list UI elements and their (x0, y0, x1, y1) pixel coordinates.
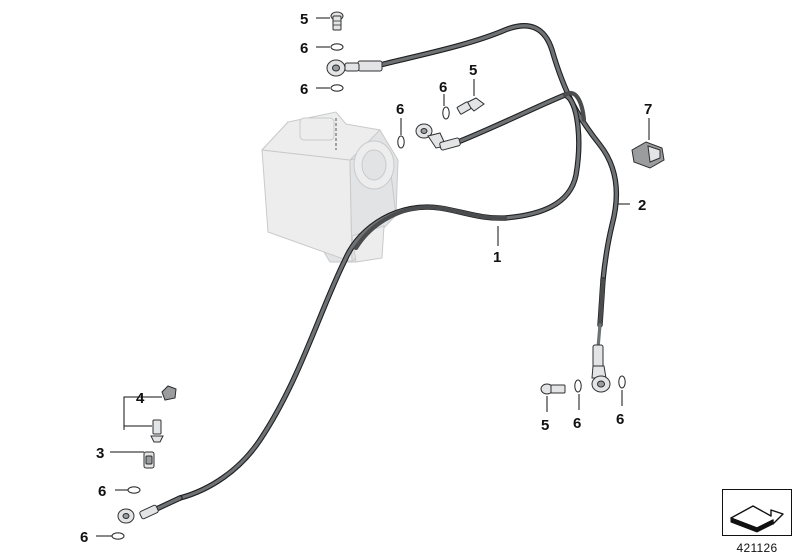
callout-5-middle: 5 (469, 62, 477, 79)
leader-lines (96, 17, 650, 537)
reference-box (722, 489, 792, 536)
banjo-fitting-middle (415, 123, 461, 151)
callout-6-abs: 6 (396, 101, 404, 118)
banjo-bolt-middle (456, 97, 485, 115)
arrow-box-icon (730, 505, 784, 533)
brake-hose-1 (147, 91, 587, 515)
sealing-rings (111, 43, 626, 540)
callout-3: 3 (96, 445, 104, 462)
hose-clip (631, 141, 665, 169)
banjo-bolt-top (330, 11, 344, 31)
abs-modulator-unit (260, 111, 399, 264)
banjo-bolt-lower-right (540, 383, 566, 395)
bleeder-valve-cap (161, 385, 177, 401)
callout-2: 2 (638, 197, 646, 214)
banjo-fitting-upper (326, 59, 383, 77)
banjo-fitting-lower-left (117, 504, 159, 524)
callout-7: 7 (644, 101, 652, 118)
callout-5-top: 5 (300, 11, 308, 28)
callout-6-middle: 6 (439, 79, 447, 96)
callout-6-top: 6 (300, 40, 308, 57)
callout-6-upper: 6 (300, 81, 308, 98)
brake-hose-2 (377, 23, 620, 350)
bleeder-screw (143, 419, 164, 469)
callout-6-lower-left-a: 6 (98, 483, 106, 500)
callout-1: 1 (493, 249, 501, 266)
callout-6-lower-a: 6 (573, 415, 581, 432)
callout-6-lower-b: 6 (616, 411, 624, 428)
banjo-fitting-lower-right (591, 344, 611, 393)
diagram-reference-number: 421126 (736, 541, 778, 555)
callout-5-lower: 5 (541, 417, 549, 434)
callout-4: 4 (136, 390, 145, 407)
callout-6-lower-left-b: 6 (80, 529, 88, 546)
